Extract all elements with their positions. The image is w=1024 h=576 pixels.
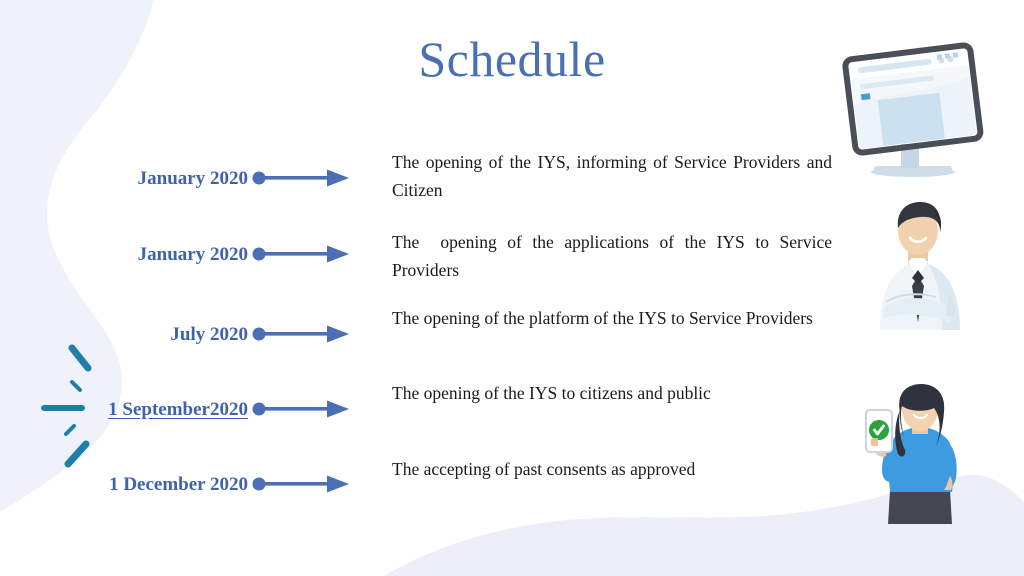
timeline-date-cell: July 2020 bbox=[0, 304, 252, 345]
timeline-row: 1 December 2020 The accepting of past co… bbox=[0, 453, 1024, 523]
timeline-description: The opening of the IYS to citizens and p… bbox=[392, 383, 711, 403]
timeline-text-cell: The accepting of past consents as approv… bbox=[392, 453, 832, 483]
timeline-row: January 2020 The opening of the applicat… bbox=[0, 223, 1024, 304]
timeline-date-label: January 2020 bbox=[137, 244, 248, 265]
timeline-date-label: January 2020 bbox=[137, 168, 248, 189]
timeline-date-cell: January 2020 bbox=[0, 148, 252, 189]
timeline-date-cell: January 2020 bbox=[0, 223, 252, 265]
businessman-illustration bbox=[880, 202, 960, 330]
timeline-date-label: 1 September2020 bbox=[108, 399, 248, 420]
schedule-timeline: January 2020 The opening of the IYS, inf… bbox=[0, 148, 1024, 523]
timeline-date-cell: 1 September2020 bbox=[0, 379, 252, 420]
arrow-right-icon bbox=[252, 245, 349, 263]
arrow-right-icon bbox=[252, 400, 349, 418]
timeline-description: The opening of the platform of the IYS t… bbox=[392, 308, 813, 328]
timeline-row: January 2020 The opening of the IYS, inf… bbox=[0, 148, 1024, 223]
timeline-row: July 2020 The opening of the platform of… bbox=[0, 304, 1024, 379]
timeline-arrow-cell bbox=[252, 379, 392, 418]
timeline-text-cell: The opening of the IYS to citizens and p… bbox=[392, 379, 832, 407]
desktop-monitor-illustration bbox=[842, 42, 984, 177]
timeline-arrow-cell bbox=[252, 148, 392, 187]
timeline-text-cell: The opening of the platform of the IYS t… bbox=[392, 304, 832, 332]
arrow-right-icon bbox=[252, 325, 349, 343]
timeline-text-cell: The opening of the applications of the I… bbox=[392, 223, 832, 285]
woman-with-phone-illustration bbox=[865, 384, 957, 524]
timeline-date-label: July 2020 bbox=[170, 324, 248, 345]
timeline-row: 1 September2020 The opening of the IYS t… bbox=[0, 379, 1024, 453]
timeline-description: The opening of the IYS, informing of Ser… bbox=[392, 152, 837, 201]
timeline-text-cell: The opening of the IYS, informing of Ser… bbox=[392, 148, 832, 205]
timeline-description: The opening of the applications of the I… bbox=[392, 232, 837, 281]
arrow-right-icon bbox=[252, 475, 349, 493]
timeline-date-label: 1 December 2020 bbox=[109, 474, 248, 495]
timeline-arrow-cell bbox=[252, 223, 392, 263]
timeline-arrow-cell bbox=[252, 453, 392, 493]
page-title: Schedule bbox=[418, 31, 606, 87]
timeline-date-cell: 1 December 2020 bbox=[0, 453, 252, 495]
arrow-right-icon bbox=[252, 169, 349, 187]
timeline-description: The accepting of past consents as approv… bbox=[392, 459, 696, 479]
timeline-arrow-cell bbox=[252, 304, 392, 343]
sparkle-burst-icon bbox=[41, 344, 92, 468]
